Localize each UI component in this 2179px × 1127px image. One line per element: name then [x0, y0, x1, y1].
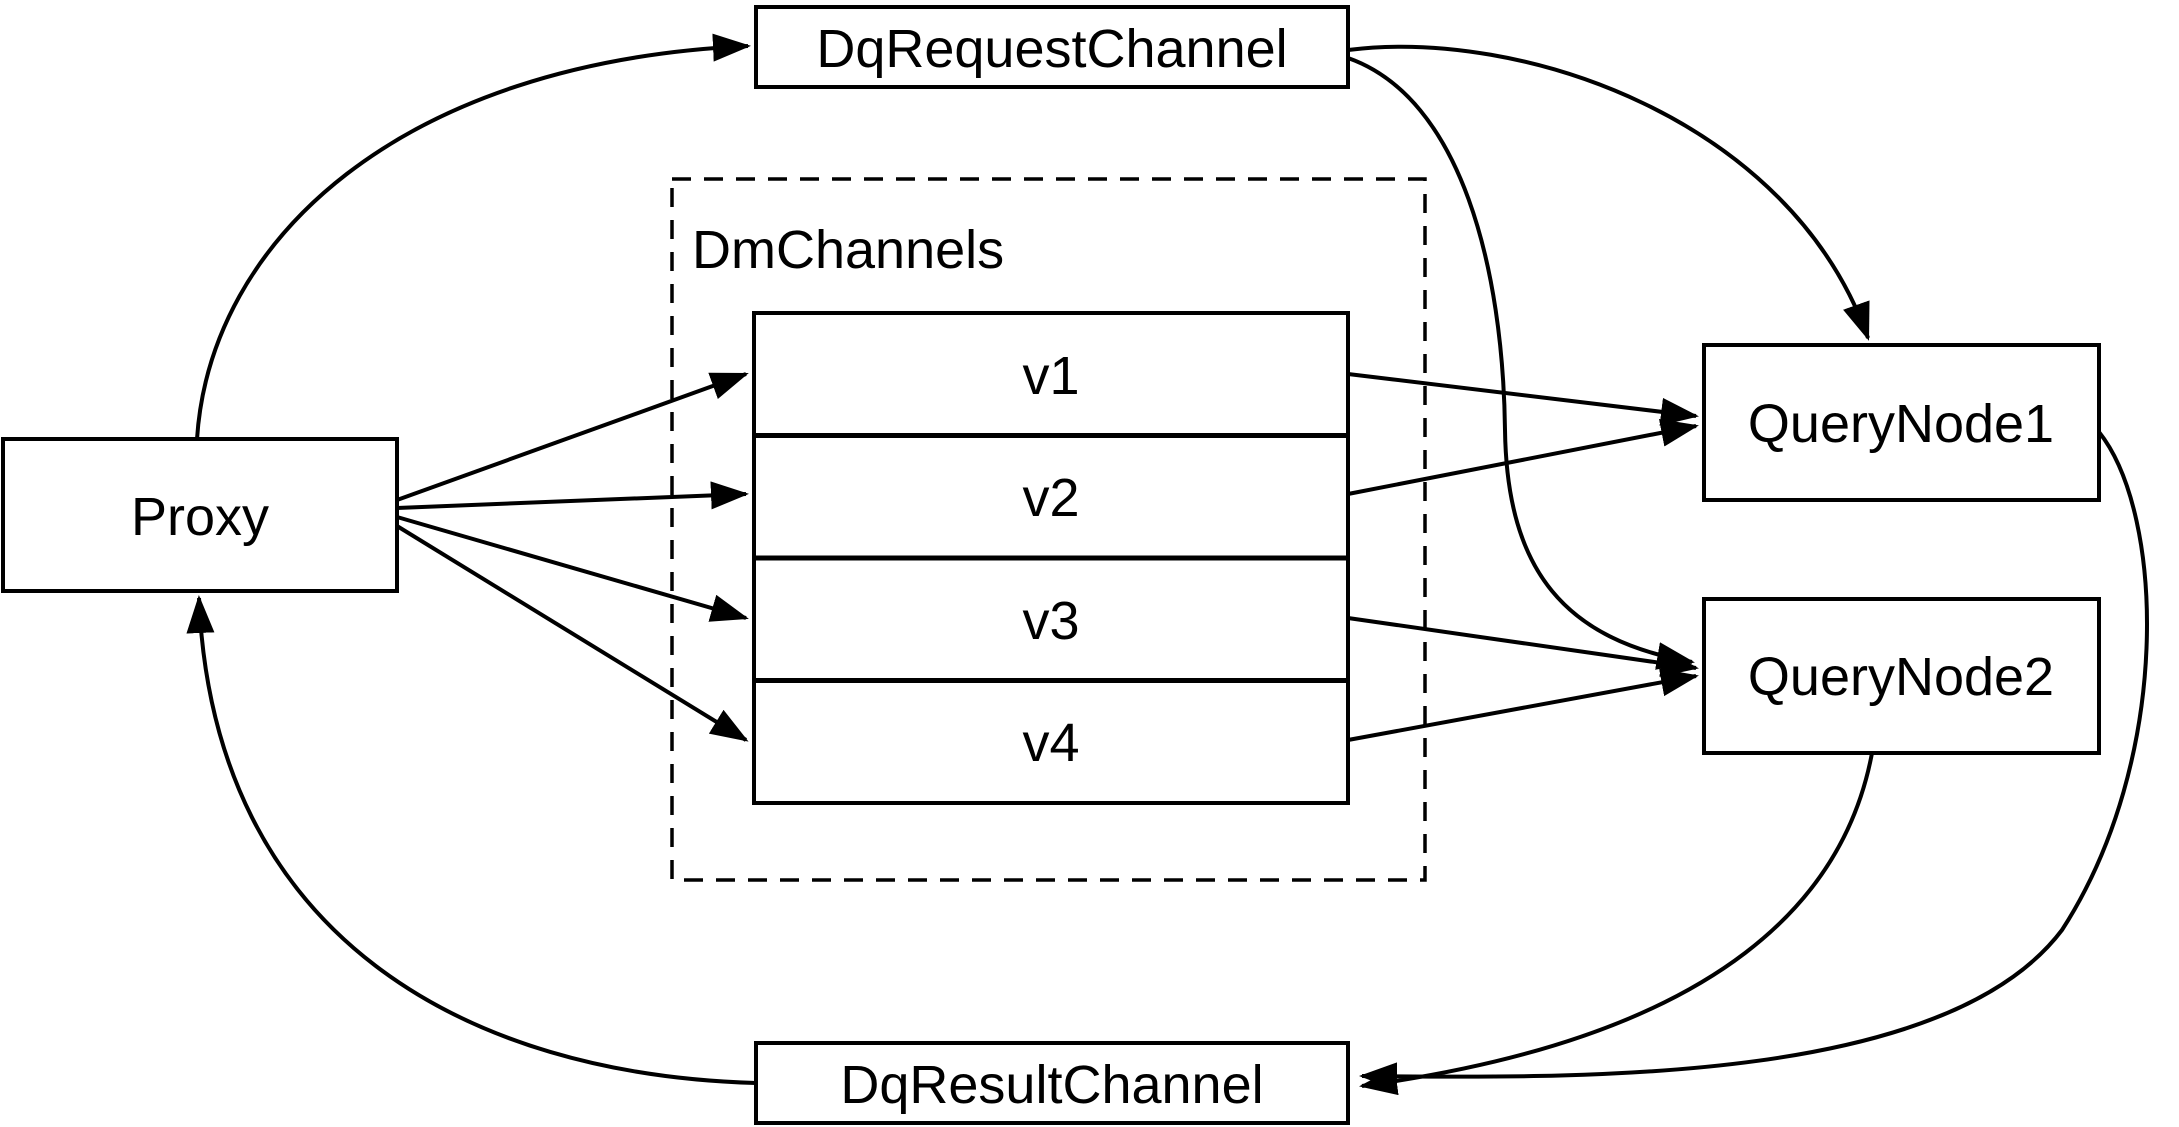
edge-query-node-2-to-dq-result-channel: [1359, 752, 1874, 1096]
edge-query-node-1-to-dq-result-channel: [1359, 430, 2149, 1091]
query-node-1-label: QueryNode1: [1748, 394, 2054, 454]
edge-dq-request-channel-to-query-node-2: [1347, 56, 1695, 670]
edge-v4-to-query-node-2: [1347, 668, 1699, 742]
channel-v4-label: v4: [1022, 713, 1079, 773]
dm-channels-label: DmChannels: [692, 220, 1004, 280]
dm-channels-dashed-border: [670, 177, 1427, 882]
edge-proxy-to-v1: [396, 372, 749, 502]
dq-result-channel-label: DqResultChannel: [840, 1055, 1263, 1115]
proxy-box: [1, 437, 399, 593]
node-dq-request-channel: DqRequestChannel: [754, 5, 1350, 89]
dq-request-channel-label: DqRequestChannel: [816, 19, 1287, 79]
edge-v2-to-query-node-1: [1347, 418, 1699, 496]
edge-proxy-to-v4: [395, 524, 749, 742]
node-dq-result-channel: DqResultChannel: [754, 1041, 1350, 1125]
edge-dq-result-channel-to-proxy: [186, 595, 757, 1085]
edge-proxy-to-v2: [396, 481, 749, 510]
query-node-1-box: [1702, 343, 2101, 502]
query-node-2-box: [1702, 597, 2101, 755]
edge-v3-to-query-node-2: [1347, 616, 1699, 677]
proxy-label: Proxy: [131, 487, 269, 547]
node-query-node-2: QueryNode2: [1702, 597, 2101, 755]
edge-dq-request-channel-to-query-node-1: [1347, 44, 1870, 341]
node-proxy: Proxy: [1, 437, 399, 593]
dq-request-channel-box: [754, 5, 1350, 89]
edge-proxy-to-v3: [396, 515, 749, 622]
channel-v1-label: v1: [1022, 346, 1079, 406]
node-query-node-1: QueryNode1: [1702, 343, 2101, 502]
channel-v2-label: v2: [1022, 468, 1079, 528]
edge-proxy-to-dq-request-channel: [195, 33, 751, 440]
group-dm-channels: DmChannels v1 v2 v3 v4: [670, 177, 1427, 882]
edge-v1-to-query-node-1: [1347, 372, 1699, 426]
dm-channel-stack: v1 v2 v3 v4: [752, 311, 1350, 805]
channel-v3-label: v3: [1022, 591, 1079, 651]
dq-result-channel-box: [754, 1041, 1350, 1125]
query-node-2-label: QueryNode2: [1748, 647, 2054, 707]
